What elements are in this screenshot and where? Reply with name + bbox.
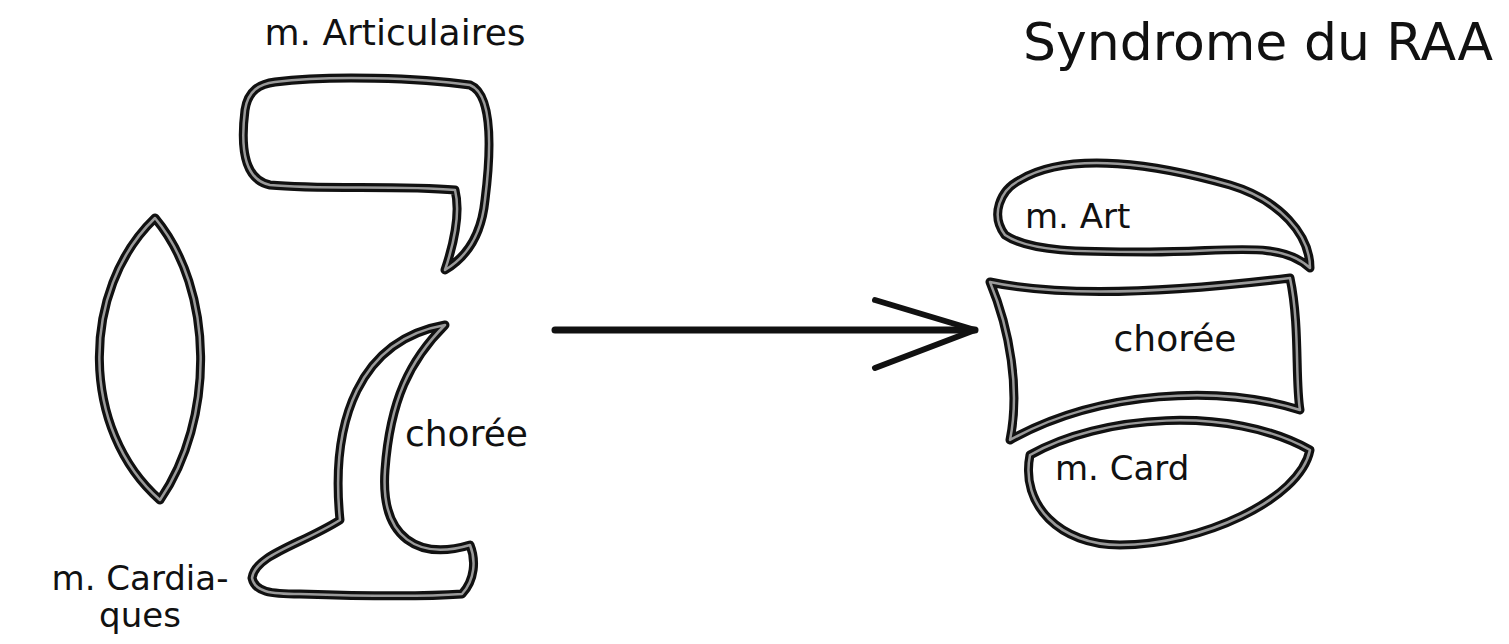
outline-stroke: [252, 325, 474, 596]
outline-highlight: [990, 278, 1300, 440]
arrow-shaft: [555, 327, 975, 334]
shape-label: m. Cardia- ques: [20, 560, 260, 633]
outline-highlight: [99, 218, 200, 500]
shape-outline: [245, 320, 555, 605]
outline-stroke: [243, 78, 489, 270]
outline-highlight: [252, 325, 474, 596]
shape-label: m. Art: [1025, 198, 1175, 235]
arrow-connector: [555, 300, 975, 368]
joint-shape: m. Articulaires: [215, 10, 575, 280]
outline-highlight: [243, 78, 489, 270]
chorea-shape: chorée: [245, 320, 555, 605]
arrow-head: [875, 300, 975, 368]
diagram-title: Syndrome du RAA: [1023, 12, 1493, 72]
outline-stroke: [99, 218, 200, 500]
joint-band: m. Art: [985, 150, 1320, 280]
outline-stroke: [1028, 420, 1310, 545]
heart-lens-shape: m. Cardia- ques: [5, 210, 275, 644]
shape-label: m. Articulaires: [215, 14, 575, 53]
shape-label: chorée: [1075, 320, 1275, 359]
shape-label: m. Card: [1055, 450, 1275, 487]
heart-band: m. Card: [1015, 400, 1325, 555]
outline-stroke: [990, 278, 1300, 440]
outline-highlight: [998, 163, 1310, 268]
shape-label: chorée: [405, 415, 555, 454]
outline-highlight: [1028, 420, 1310, 545]
outline-stroke: [998, 163, 1310, 268]
